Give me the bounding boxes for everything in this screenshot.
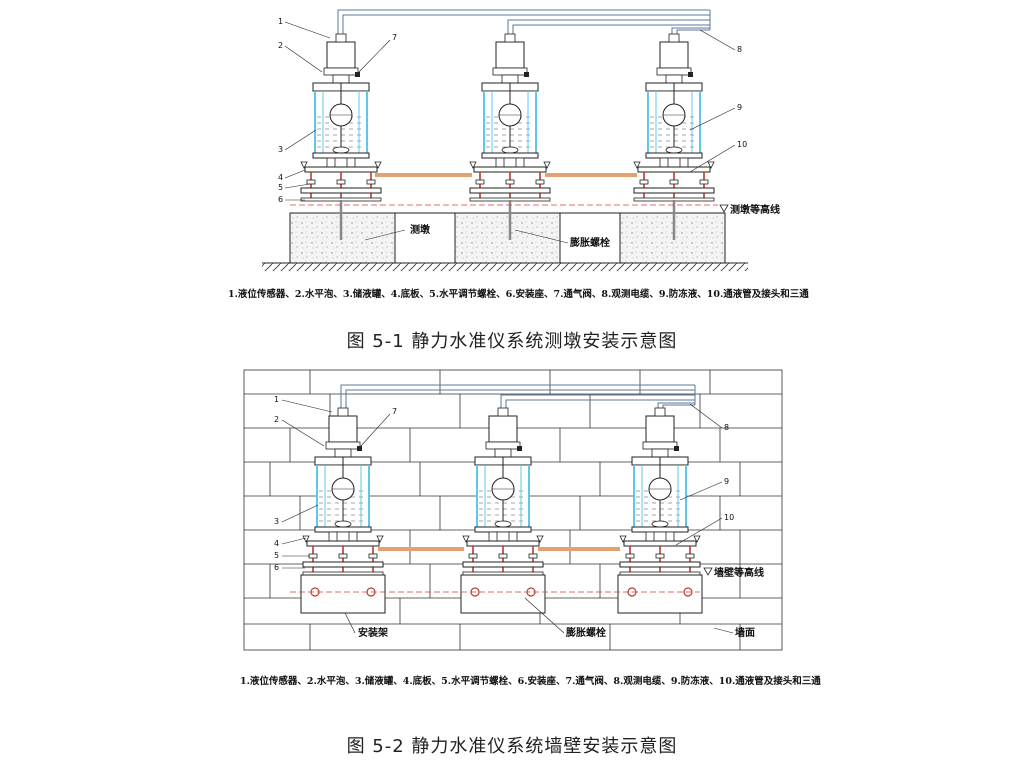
label-pier-level: 测墩等高线	[730, 203, 780, 216]
concrete-piers	[289, 200, 726, 264]
wall-callout-4: 4	[274, 539, 279, 548]
figure-2-legend: 1.液位传感器、2.水平泡、3.储液罐、4.底板、5.水平调节螺栓、6.安装座、…	[240, 675, 821, 687]
callout-2: 2	[278, 41, 283, 50]
wall-callout-3: 3	[274, 517, 279, 526]
label-wall-level: 墙壁等高线	[714, 566, 764, 579]
wall-sensor-unit-1	[302, 407, 384, 576]
callout-9: 9	[737, 103, 742, 112]
wall-callout-8: 8	[724, 423, 729, 432]
figure-2-caption: 图 5-2 静力水准仪系统墙壁安装示意图	[346, 736, 678, 757]
figure-1-pier-installation: 测墩等高线 测墩 膨胀螺栓 1 2 3 4 5 6 7 8 9 10 1.液位传…	[228, 9, 809, 300]
level-triangle-icon-2	[703, 567, 713, 576]
sensor-unit-2	[469, 33, 551, 202]
callout-numbers	[284, 21, 736, 201]
callout-5: 5	[278, 183, 283, 192]
observation-cables	[337, 9, 711, 34]
wall-callout-9: 9	[724, 477, 729, 486]
callout-3: 3	[278, 145, 283, 154]
wall-callout-2: 2	[274, 415, 279, 424]
wall-callout-10: 10	[724, 513, 734, 522]
wall-callout-6: 6	[274, 563, 279, 572]
sensor-unit-1	[300, 33, 382, 202]
mounting-brackets	[300, 574, 703, 614]
callout-10: 10	[737, 140, 747, 149]
callout-numbers-2	[281, 399, 723, 569]
callout-1: 1	[278, 17, 283, 26]
callout-6: 6	[278, 195, 283, 204]
label-wall-surface: 墙面	[735, 626, 755, 639]
sensor-unit-3	[633, 33, 715, 202]
figure-2-wall-installation: 墙壁等高线 安装架 膨胀螺栓 墙面 1 2 3 4 5 6 7 8 9 10	[240, 369, 821, 687]
ground-hatch	[262, 263, 748, 271]
wall-callout-7: 7	[392, 407, 397, 416]
observation-cables-2	[340, 384, 696, 410]
wall-sensor-unit-3	[619, 407, 701, 576]
wall-sensor-unit-2	[462, 407, 544, 576]
label-bracket: 安装架	[358, 626, 388, 639]
figure-1-caption: 图 5-1 静力水准仪系统测墩安装示意图	[346, 331, 678, 352]
callout-4: 4	[278, 173, 283, 182]
level-triangle-icon	[719, 204, 729, 213]
label-expansion-bolt: 膨胀螺栓	[570, 236, 610, 249]
callout-8: 8	[737, 45, 742, 54]
callout-7: 7	[392, 33, 397, 42]
figure-1-legend: 1.液位传感器、2.水平泡、3.储液罐、4.底板、5.水平调节螺栓、6.安装座、…	[228, 288, 809, 300]
label-expansion-bolt-2: 膨胀螺栓	[566, 626, 606, 639]
wall-callout-1: 1	[274, 395, 279, 404]
label-pier: 测墩	[410, 223, 431, 236]
wall-callout-5: 5	[274, 551, 279, 560]
